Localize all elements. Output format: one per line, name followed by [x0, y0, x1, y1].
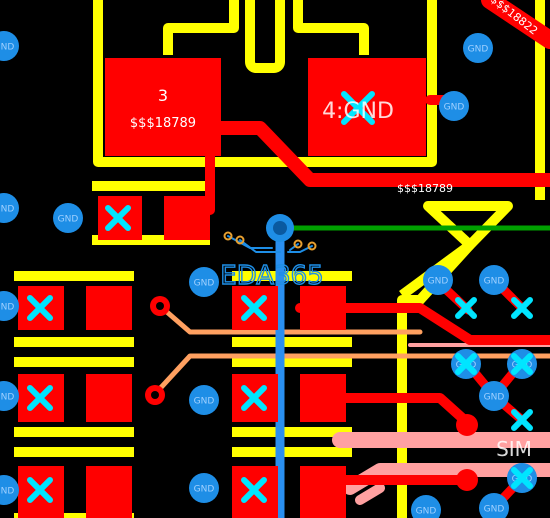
via-net-label: GND — [444, 103, 465, 113]
via-icon[interactable]: GND — [0, 381, 19, 411]
via-icon[interactable]: GND — [0, 193, 19, 223]
via-icon[interactable]: GND — [411, 495, 441, 518]
via-net-label: GND — [416, 507, 437, 517]
pad[interactable] — [86, 286, 132, 330]
x-marker-icon — [511, 353, 533, 375]
pad[interactable] — [300, 374, 346, 422]
x-marker-icon — [241, 385, 267, 411]
via-icon[interactable]: GND — [189, 473, 219, 503]
via-net-label: GND — [0, 303, 14, 313]
x-marker-icon — [341, 91, 375, 125]
pad-4-gnd[interactable] — [308, 58, 426, 156]
via-net-label: GND — [468, 45, 489, 55]
via-icon[interactable]: GND — [0, 31, 19, 61]
via-net-label: GND — [58, 215, 79, 225]
pad[interactable] — [300, 286, 346, 330]
x-marker-icon — [241, 477, 267, 503]
pad[interactable] — [300, 466, 346, 518]
silk-sim-label: SIM — [496, 437, 532, 461]
via-net-label: GND — [194, 485, 215, 495]
pad[interactable] — [86, 374, 132, 422]
pad[interactable] — [164, 196, 210, 240]
x-marker-icon — [241, 295, 267, 321]
via-icon[interactable]: GND — [189, 385, 219, 415]
via-icon[interactable]: GND — [0, 475, 19, 505]
via-icon[interactable] — [266, 214, 294, 242]
x-marker-icon — [455, 353, 477, 375]
test-point[interactable] — [456, 414, 478, 436]
pad-3[interactable] — [105, 58, 221, 156]
x-marker-icon — [27, 477, 53, 503]
x-marker-icon — [455, 297, 477, 319]
trace-net-label: $$$18789 — [397, 182, 453, 195]
via-icon[interactable]: GND — [479, 381, 509, 411]
via-net-label: GND — [0, 487, 14, 497]
x-marker-icon — [27, 385, 53, 411]
via-icon[interactable]: GND — [0, 291, 19, 321]
via-net-label: GND — [0, 43, 14, 53]
x-marker-icon — [105, 205, 131, 231]
via-icon[interactable]: GND — [53, 203, 83, 233]
via-net-label: GND — [0, 393, 14, 403]
pad[interactable] — [86, 466, 132, 518]
via-icon[interactable]: GND — [423, 265, 453, 295]
pad-gnd-label: 4:GND — [322, 99, 394, 124]
via-icon[interactable]: GND — [463, 33, 493, 63]
x-marker-icon — [511, 467, 533, 489]
via-net-label: GND — [194, 397, 215, 407]
via-icon[interactable]: GND — [479, 265, 509, 295]
x-marker-icon — [27, 295, 53, 321]
via-net-label: GND — [0, 205, 14, 215]
via-net-label: GND — [484, 277, 505, 287]
via-icon[interactable]: GND — [479, 493, 509, 518]
via-net-label: GND — [194, 279, 215, 289]
test-point[interactable] — [456, 469, 478, 491]
via-net-label: GND — [484, 393, 505, 403]
marker-layer — [27, 91, 533, 503]
pad-number-label: 3 — [158, 86, 168, 105]
component-label: EDA365 — [220, 261, 323, 291]
pad-net-label: $$$18789 — [130, 116, 196, 131]
x-marker-icon — [511, 297, 533, 319]
via-net-label: GND — [428, 277, 449, 287]
via-icon[interactable]: GND — [439, 91, 469, 121]
x-marker-icon — [511, 409, 533, 431]
via-icon[interactable]: GND — [189, 267, 219, 297]
via-net-label: GND — [484, 505, 505, 515]
